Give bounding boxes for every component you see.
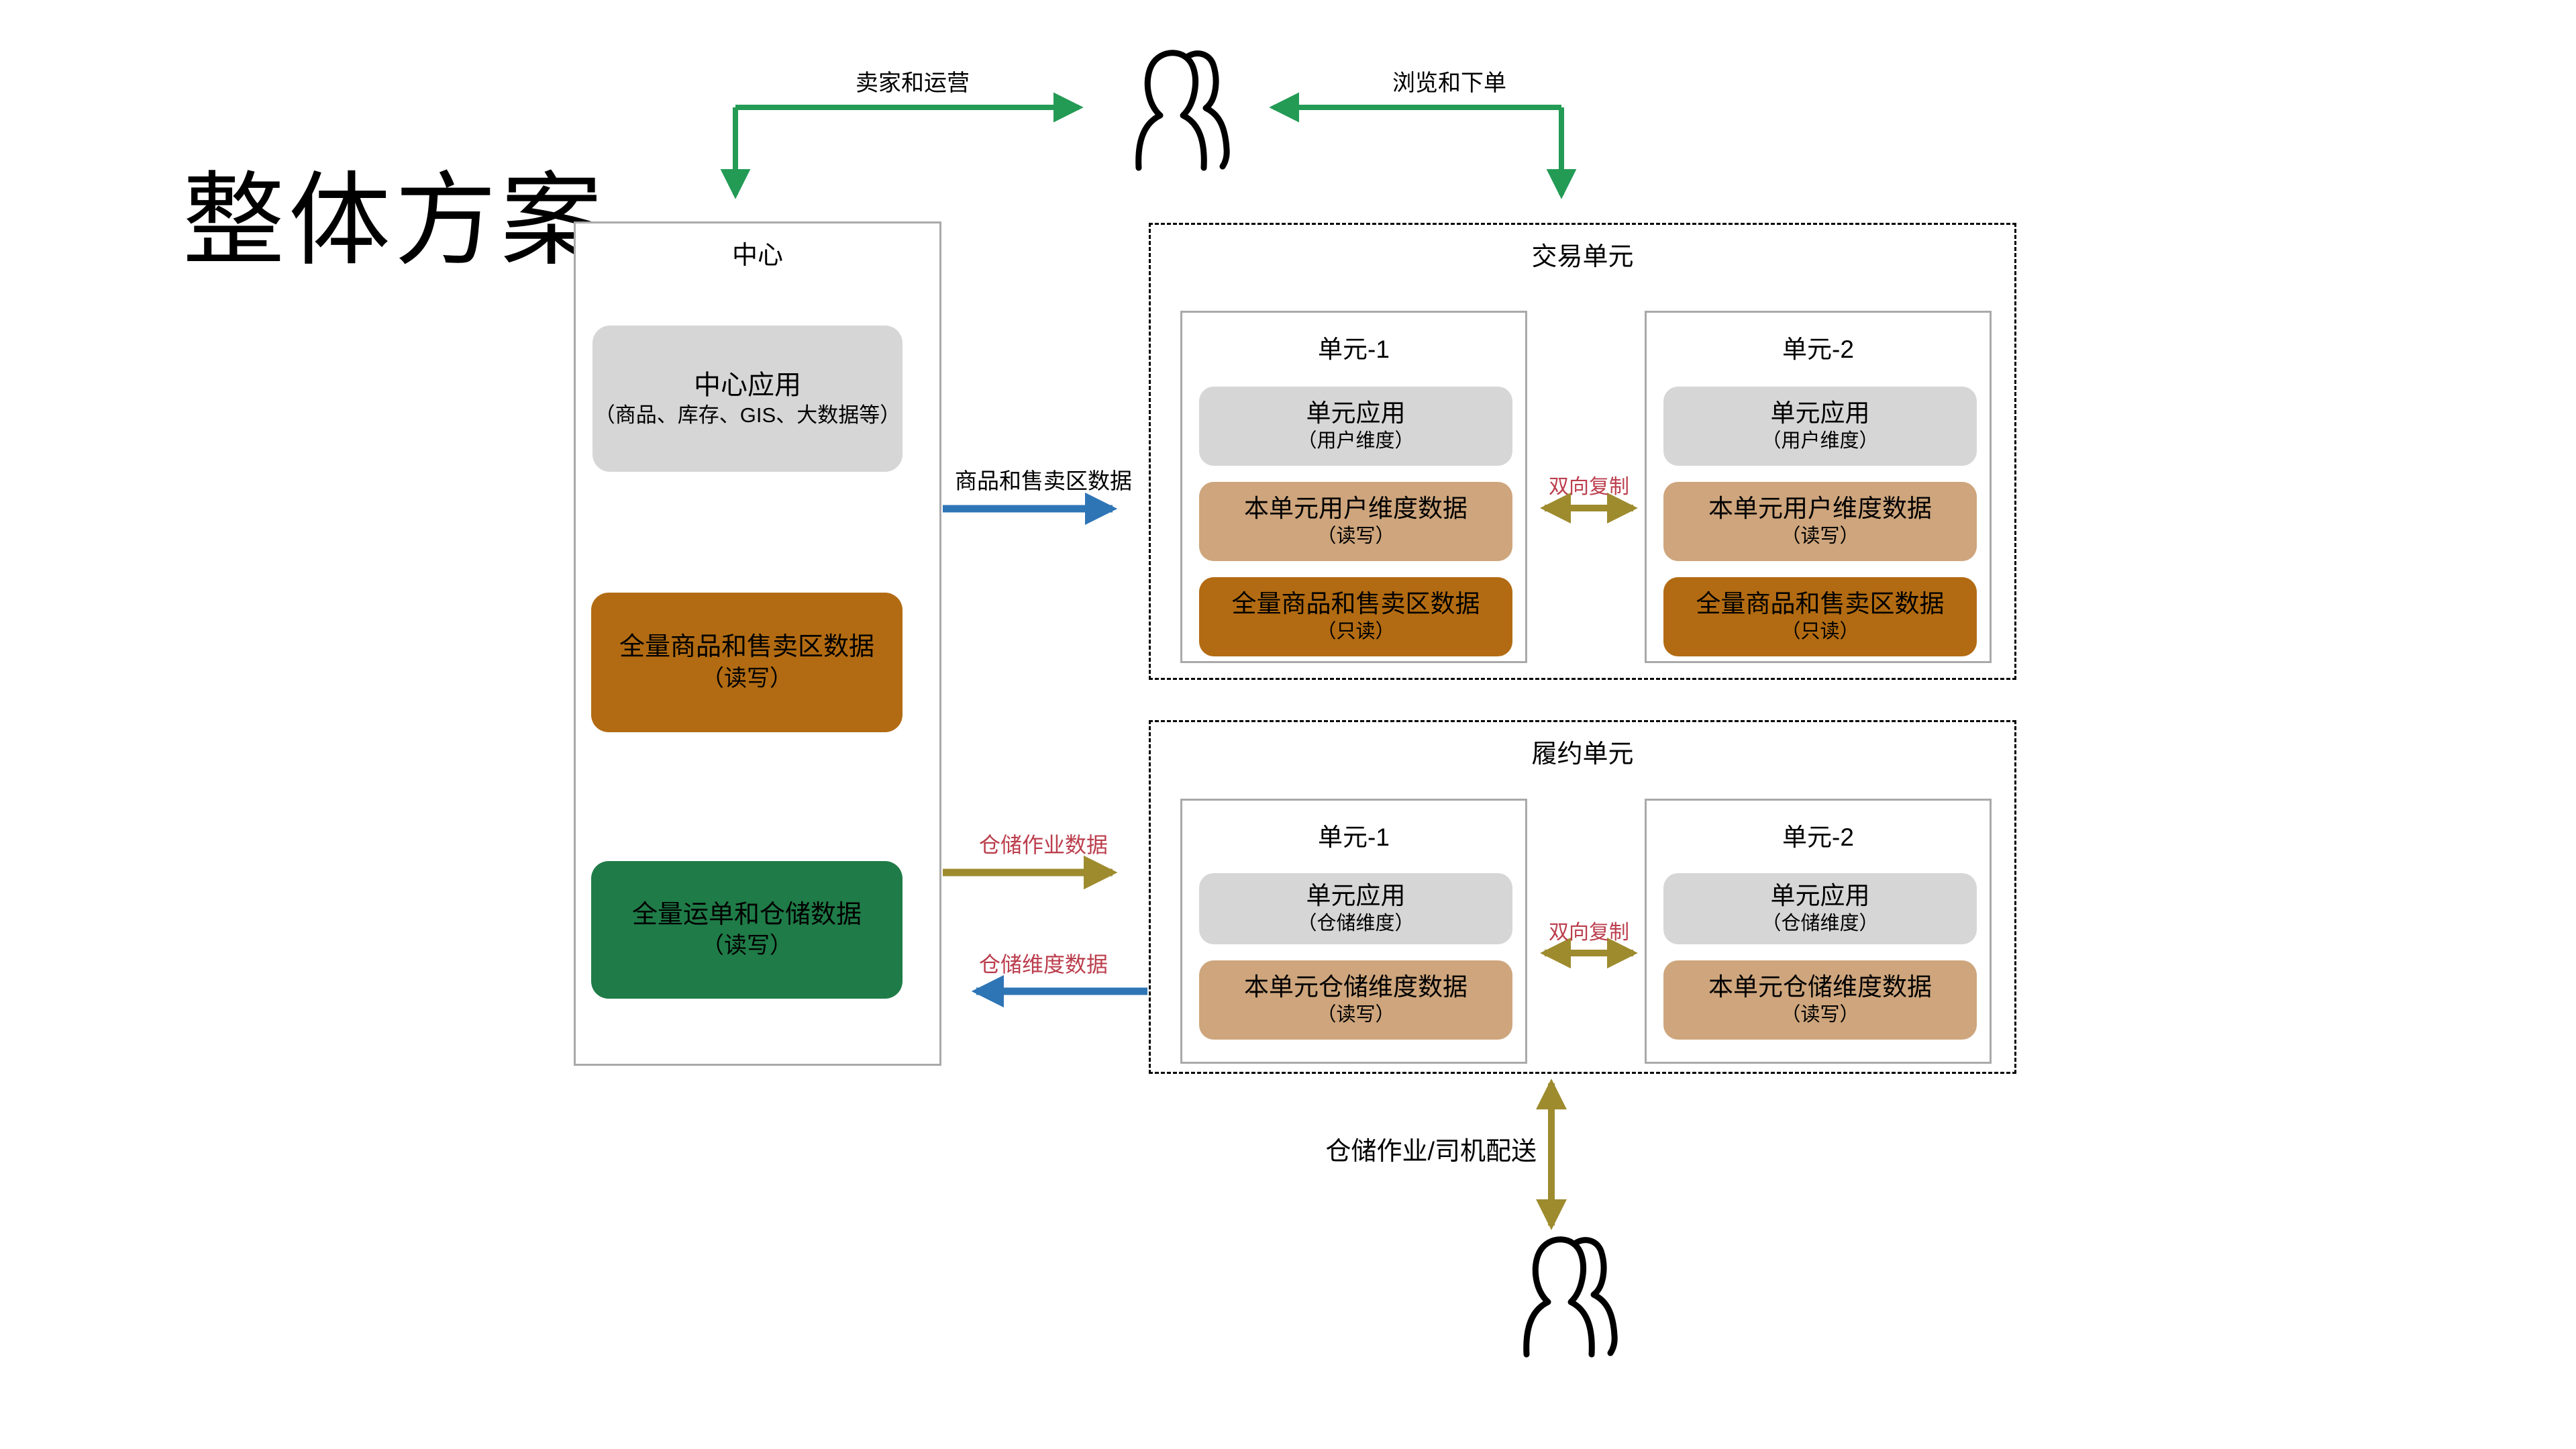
trade-unit-title: 交易单元 [1531,243,1634,271]
center-goods-title: 全量商品和售卖区数据 [619,633,874,662]
trade-unit-2-goodsdata-title: 全量商品和售卖区数据 [1696,590,1945,618]
trade-unit-2-app-box: 单元应用 （用户维度） [1663,387,1977,466]
users-icon [1523,1236,1618,1358]
trade-unit-2-goodsdata-box: 全量商品和售卖区数据 （只读） [1663,577,1977,656]
browse-order-label: 浏览和下单 [1392,70,1506,96]
page-title: 整体方案 [183,164,607,278]
fulfillment-unit-box: 履约单元 单元-1 单元应用 （仓储维度） 本单元仓储维度数据 （读写） 单元-… [1149,720,2016,1074]
trade-unit-1-userdata-title: 本单元用户维度数据 [1244,495,1467,523]
trade-unit-2-userdata-box: 本单元用户维度数据 （读写） [1663,482,1977,561]
fulfillment-replicate-label: 双向复制 [1549,921,1629,944]
seller-ops-label: 卖家和运营 [856,70,970,96]
center-box: 中心 中心应用 （商品、库存、GIS、大数据等） 全量商品和售卖区数据 （读写）… [574,221,941,1066]
fulfillment-unit-1-card: 单元-1 单元应用 （仓储维度） 本单元仓储维度数据 （读写） [1180,799,1527,1064]
fulfillment-unit-2-whdata-box: 本单元仓储维度数据 （读写） [1663,960,1977,1040]
trade-unit-1-app-subtitle: （用户维度） [1297,430,1414,452]
center-waybill-subtitle: （读写） [701,933,792,959]
trade-unit-1-card: 单元-1 单元应用 （用户维度） 本单元用户维度数据 （读写） 全量商品和售卖区… [1180,311,1527,663]
fulfillment-unit-1-whdata-title: 本单元仓储维度数据 [1244,973,1467,1001]
trade-unit-1-goodsdata-subtitle: （只读） [1317,621,1395,643]
trade-unit-1-goodsdata-box: 全量商品和售卖区数据 （只读） [1199,577,1512,656]
trade-unit-2-goodsdata-subtitle: （只读） [1781,621,1859,643]
fulfillment-unit-1-app-subtitle: （仓储维度） [1297,913,1414,935]
warehouse-driver-label: 仓储作业/司机配送 [1325,1138,1537,1166]
fulfillment-unit-1-app-title: 单元应用 [1306,882,1406,910]
trade-replicate-label: 双向复制 [1549,476,1629,498]
center-waybill-title: 全量运单和仓储数据 [631,900,862,929]
fulfillment-unit-2-card: 单元-2 单元应用 （仓储维度） 本单元仓储维度数据 （读写） [1645,799,1992,1064]
goods-data-label: 商品和售卖区数据 [955,468,1132,493]
fulfillment-unit-2-whdata-title: 本单元仓储维度数据 [1708,973,1932,1001]
seller-ops-connector [720,92,1084,199]
trade-unit-1-title: 单元-1 [1318,336,1390,363]
center-app-subtitle: （商品、库存、GIS、大数据等） [594,403,901,427]
fulfillment-unit-2-title: 单元-2 [1782,823,1854,851]
browse-order-connector [1269,92,1577,199]
warehouse-dim-label: 仓储维度数据 [978,952,1108,977]
trade-unit-2-app-title: 单元应用 [1770,399,1870,428]
fulfillment-unit-1-whdata-subtitle: （读写） [1317,1004,1395,1026]
center-goods-subtitle: （读写） [701,665,792,691]
fulfillment-unit-1-whdata-box: 本单元仓储维度数据 （读写） [1199,960,1512,1040]
fulfillment-unit-2-app-title: 单元应用 [1770,882,1870,910]
center-goods-box: 全量商品和售卖区数据 （读写） [591,593,903,732]
fulfillment-unit-1-app-box: 单元应用 （仓储维度） [1199,873,1512,944]
center-app-title: 中心应用 [694,370,801,400]
fulfillment-unit-title: 履约单元 [1531,740,1634,768]
trade-unit-2-title: 单元-2 [1782,336,1854,363]
trade-unit-1-userdata-subtitle: （读写） [1317,526,1395,548]
trade-unit-1-goodsdata-title: 全量商品和售卖区数据 [1231,590,1480,618]
trade-unit-2-userdata-title: 本单元用户维度数据 [1708,495,1932,523]
center-waybill-box: 全量运单和仓储数据 （读写） [591,861,903,999]
fulfillment-unit-2-app-box: 单元应用 （仓储维度） [1663,873,1977,944]
fulfillment-unit-2-whdata-subtitle: （读写） [1781,1004,1859,1026]
users-icon [1135,50,1230,171]
center-app-box: 中心应用 （商品、库存、GIS、大数据等） [593,326,903,472]
trade-unit-2-card: 单元-2 单元应用 （用户维度） 本单元用户维度数据 （读写） 全量商品和售卖区… [1645,311,1992,663]
fulfillment-unit-1-title: 单元-1 [1318,823,1390,851]
trade-unit-1-app-title: 单元应用 [1306,399,1406,428]
warehouse-ops-label: 仓储作业数据 [978,833,1108,857]
trade-unit-1-app-box: 单元应用 （用户维度） [1199,387,1512,466]
fulfillment-unit-2-app-subtitle: （仓储维度） [1761,913,1879,935]
trade-unit-2-app-subtitle: （用户维度） [1761,430,1879,452]
trade-unit-1-userdata-box: 本单元用户维度数据 （读写） [1199,482,1512,561]
trade-unit-2-userdata-subtitle: （读写） [1781,526,1859,548]
trade-unit-box: 交易单元 单元-1 单元应用 （用户维度） 本单元用户维度数据 （读写） 全量商… [1149,223,2016,680]
center-box-title: 中心 [731,242,783,270]
